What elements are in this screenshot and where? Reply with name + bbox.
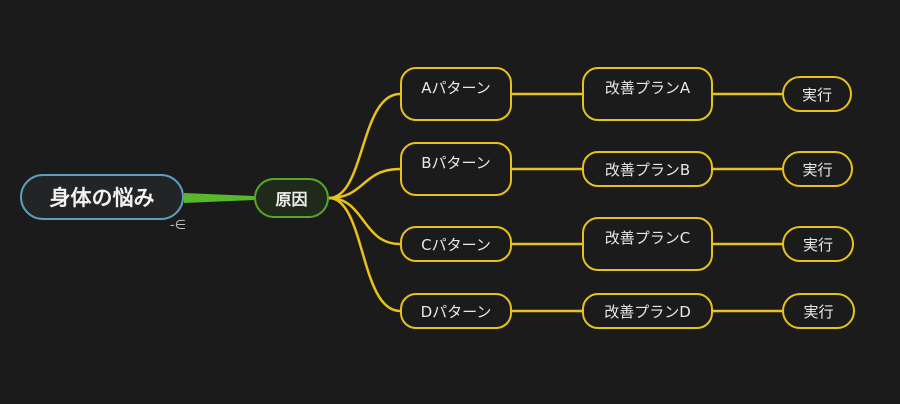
- link-cause-to-pattern-a: [328, 92, 401, 200]
- pattern-b-node[interactable]: Bパターン: [400, 142, 512, 196]
- link-cause-to-pattern-b: [328, 167, 401, 200]
- link-cause-to-pattern-d: [328, 196, 401, 313]
- plan-b-node[interactable]: 改善プランB: [582, 151, 713, 187]
- root-to-cause-link: [184, 193, 254, 203]
- action-a-node[interactable]: 実行: [782, 76, 852, 112]
- plan-a-node[interactable]: 改善プランA: [582, 67, 713, 121]
- link-cause-to-pattern-c: [328, 196, 401, 246]
- root-topic-node[interactable]: 身体の悩み: [20, 174, 184, 220]
- plan-c-node[interactable]: 改善プランC: [582, 217, 713, 271]
- action-b-node[interactable]: 実行: [782, 151, 853, 187]
- pattern-c-node[interactable]: Cパターン: [400, 226, 512, 262]
- collapse-toggle[interactable]: -∈: [170, 218, 187, 233]
- pattern-a-node[interactable]: Aパターン: [400, 67, 512, 121]
- action-c-node[interactable]: 実行: [782, 226, 854, 262]
- cause-node[interactable]: 原因: [254, 178, 329, 218]
- action-d-node[interactable]: 実行: [782, 293, 855, 329]
- pattern-d-node[interactable]: Dパターン: [400, 293, 512, 329]
- plan-d-node[interactable]: 改善プランD: [582, 293, 713, 329]
